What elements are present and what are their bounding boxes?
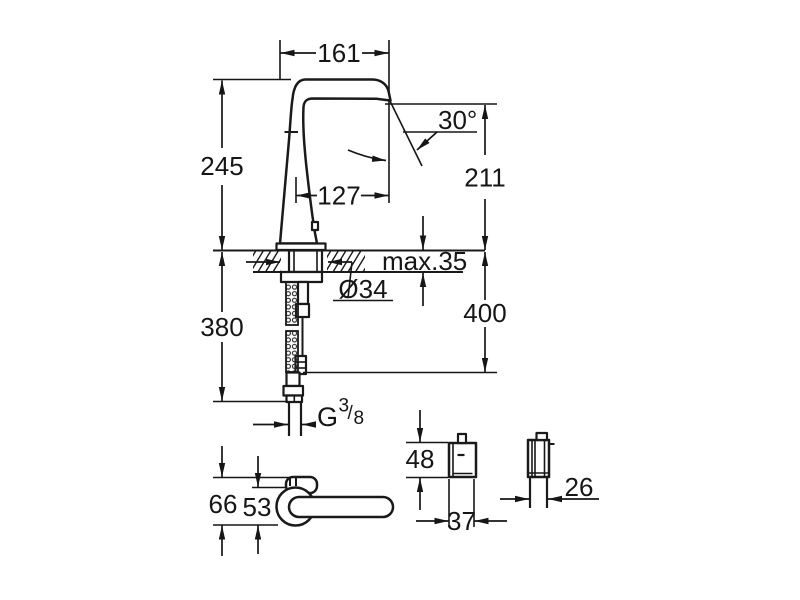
dimensions: 161 245 30° 127 211 400 max.35: [200, 38, 506, 432]
sensor-window: [310, 220, 320, 232]
dim-label-48: 48: [406, 444, 435, 474]
dim-label-26: 26: [565, 472, 594, 502]
faucet-side-view: [213, 40, 485, 436]
dim-label-diameter34: Ø34: [338, 274, 387, 304]
outlet-angle-line: [389, 100, 423, 167]
base-plate: [275, 242, 327, 252]
dim-label-127: 127: [317, 181, 360, 211]
control-unit-nub: [456, 432, 468, 445]
dim-label-211: 211: [464, 163, 505, 193]
cable-sleeve: [296, 280, 310, 306]
lever-handle: [287, 495, 395, 519]
dim-label-161: 161: [317, 38, 360, 68]
control-unit-side-nub: [535, 431, 549, 442]
dim-label-245: 245: [200, 151, 243, 181]
faucet-body-outline: [278, 78, 392, 245]
braided-hose-lower: [285, 330, 299, 373]
control-unit-side-view: 26: [500, 431, 599, 508]
dim-label-400: 400: [463, 298, 506, 328]
dim-label-66: 66: [209, 489, 238, 519]
control-unit-side-body: [526, 438, 551, 479]
dim-label-53: 53: [243, 492, 272, 522]
g38-slash: /: [348, 403, 354, 424]
dim-g38-label: G 3 / 8: [317, 396, 364, 433]
dim-label-max35: max.35: [382, 246, 467, 276]
faucet-top-view: 66 53: [209, 446, 395, 556]
flow-arrow: [347, 149, 387, 162]
g38-g: G: [317, 402, 338, 432]
g38-denominator: 8: [354, 408, 365, 429]
hose-nut: [282, 384, 305, 397]
braided-hose-upper: [285, 281, 299, 326]
g38-numerator: 3: [339, 396, 350, 417]
dim-label-37: 37: [447, 506, 476, 536]
control-unit-front-view: 48 37: [406, 410, 507, 536]
dim-label-30deg: 30°: [438, 105, 477, 135]
hose-end-fitting: [285, 371, 301, 388]
mounting-flange: [279, 270, 324, 284]
dim-label-380: 380: [200, 312, 243, 342]
